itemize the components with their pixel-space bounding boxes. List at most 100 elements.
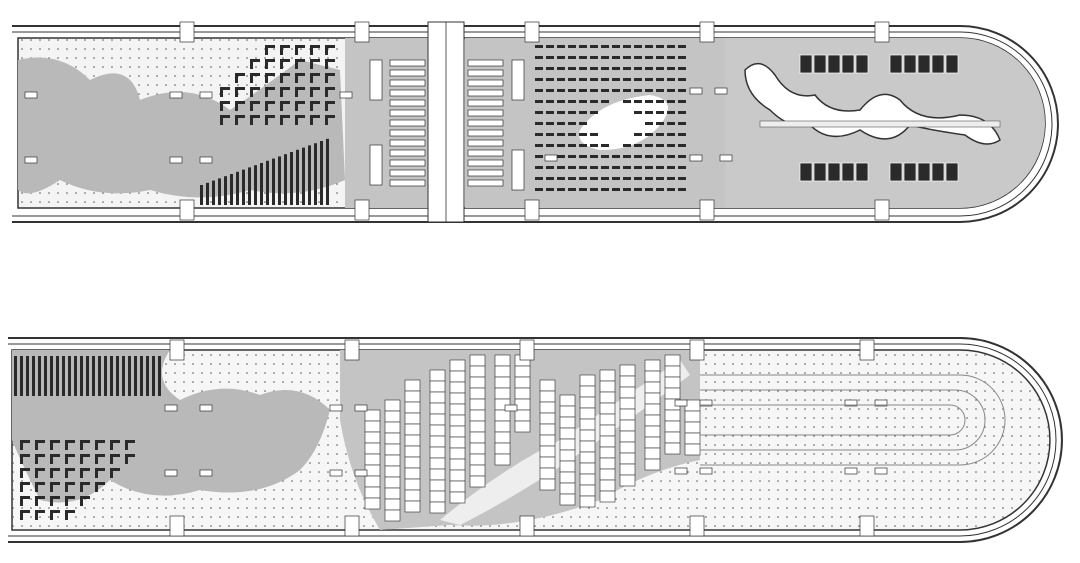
dark-bar — [250, 87, 260, 90]
pylon — [874, 199, 890, 221]
cell — [579, 484, 596, 497]
dark-bar — [65, 440, 75, 443]
dark-bar — [56, 356, 59, 396]
dark-bar — [325, 45, 335, 48]
dark-bar — [280, 73, 283, 83]
dark-bar — [310, 59, 320, 62]
building-block — [827, 54, 841, 74]
dark-bar — [235, 101, 238, 111]
dark-bar — [65, 482, 68, 492]
dark-bar — [260, 163, 263, 205]
dark-bar — [220, 87, 223, 97]
top-dark-grid-2 — [200, 138, 329, 205]
cell — [599, 402, 616, 415]
dark-bar — [290, 152, 293, 205]
dark-dash — [568, 111, 576, 114]
dark-bar — [80, 356, 83, 396]
building-block — [931, 162, 945, 182]
dark-bar — [20, 482, 30, 485]
cell — [619, 419, 636, 432]
dark-bar — [95, 454, 105, 457]
dark-bar — [280, 101, 283, 111]
building-block — [903, 54, 917, 74]
cell — [684, 421, 701, 434]
dark-bar — [20, 510, 30, 513]
dark-dash — [667, 56, 675, 59]
cell — [404, 445, 421, 458]
cell — [364, 431, 381, 444]
dark-bar — [35, 454, 45, 457]
small-unit — [544, 154, 558, 162]
cell — [384, 509, 401, 522]
cell — [539, 401, 556, 414]
cell — [364, 486, 381, 499]
dark-dash — [568, 133, 576, 136]
dark-bar — [125, 440, 128, 450]
cell — [449, 414, 466, 427]
cell — [539, 478, 556, 491]
dark-dash — [557, 67, 565, 70]
small-unit — [169, 156, 183, 164]
dark-dash — [546, 133, 554, 136]
dark-bar — [65, 468, 75, 471]
pylon — [169, 515, 185, 537]
cell — [644, 403, 661, 416]
dark-dash — [667, 67, 675, 70]
cell — [664, 376, 681, 389]
dark-bar — [50, 482, 60, 485]
pylon — [519, 339, 535, 361]
dark-dash — [579, 89, 587, 92]
bottom-loop-track — [700, 374, 1006, 466]
cell — [579, 407, 596, 420]
dark-bar — [314, 143, 317, 205]
dark-dash — [546, 89, 554, 92]
dark-bar — [86, 356, 89, 396]
dark-dash — [590, 111, 598, 114]
cell — [539, 456, 556, 469]
dark-dash — [579, 166, 587, 169]
dark-dash — [546, 111, 554, 114]
small-unit — [199, 469, 213, 477]
building-block — [903, 162, 917, 182]
cell — [429, 468, 446, 481]
dark-dash — [535, 166, 543, 169]
dark-dash — [568, 166, 576, 169]
dark-bar — [62, 356, 65, 396]
cell — [559, 416, 576, 429]
dark-dash — [678, 144, 686, 147]
dark-bar — [235, 73, 238, 83]
cell — [599, 468, 616, 481]
dark-bar — [50, 482, 53, 492]
dark-dash — [612, 67, 620, 70]
cell — [494, 431, 511, 444]
dark-bar — [35, 468, 38, 478]
dark-dash — [634, 89, 642, 92]
dark-bar — [50, 496, 60, 499]
cell — [579, 495, 596, 508]
stall — [389, 169, 426, 177]
dark-bar — [242, 169, 245, 205]
dark-dash — [667, 100, 675, 103]
dark-bar — [280, 73, 290, 76]
cell — [384, 421, 401, 434]
dark-dash — [568, 78, 576, 81]
stall — [389, 149, 426, 157]
dark-bar — [295, 115, 305, 118]
dark-dash — [623, 56, 631, 59]
building-block — [917, 54, 931, 74]
dark-dash — [667, 144, 675, 147]
stall — [389, 59, 426, 67]
dark-dash — [535, 133, 543, 136]
dark-dash — [678, 56, 686, 59]
cell — [664, 387, 681, 400]
dark-dash — [568, 188, 576, 191]
dark-dash — [612, 166, 620, 169]
dark-dash — [557, 100, 565, 103]
dark-bar — [146, 356, 149, 396]
dark-dash — [546, 166, 554, 169]
cell — [559, 471, 576, 484]
dark-bar — [110, 454, 120, 457]
cell — [644, 425, 661, 438]
cell — [664, 442, 681, 455]
dark-dash — [546, 56, 554, 59]
